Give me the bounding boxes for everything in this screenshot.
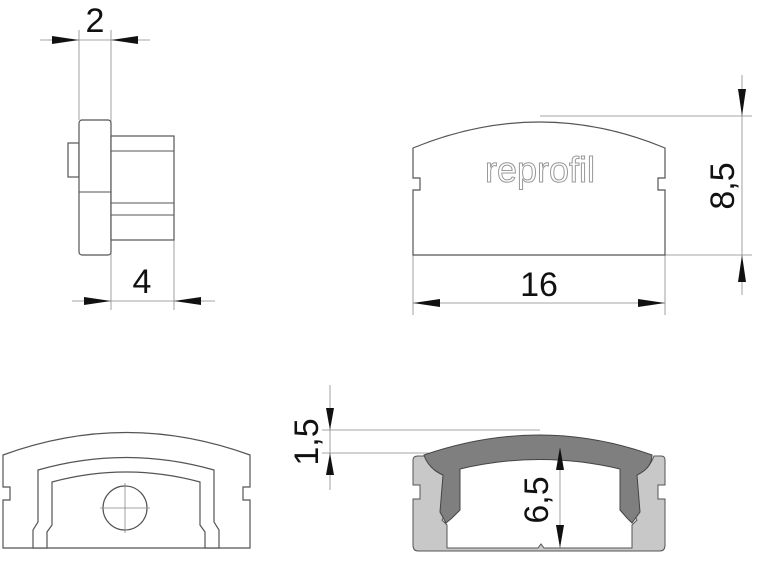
front-view: reprofil 16 8,5	[412, 75, 752, 315]
cap-end-view	[2, 431, 251, 549]
logo-text: reprofil	[485, 149, 595, 190]
dim-front-height: 8,5	[704, 162, 742, 209]
dim-cover-thickness: 1,5	[288, 418, 326, 465]
dim-inner-height: 6,5	[518, 476, 556, 523]
dim-flange-width: 2	[86, 2, 105, 40]
profile-section: 1,5 6,5	[288, 385, 666, 552]
side-view: 2 4	[40, 2, 215, 310]
dim-body-depth: 4	[133, 263, 152, 301]
dim-front-width: 16	[520, 266, 558, 304]
